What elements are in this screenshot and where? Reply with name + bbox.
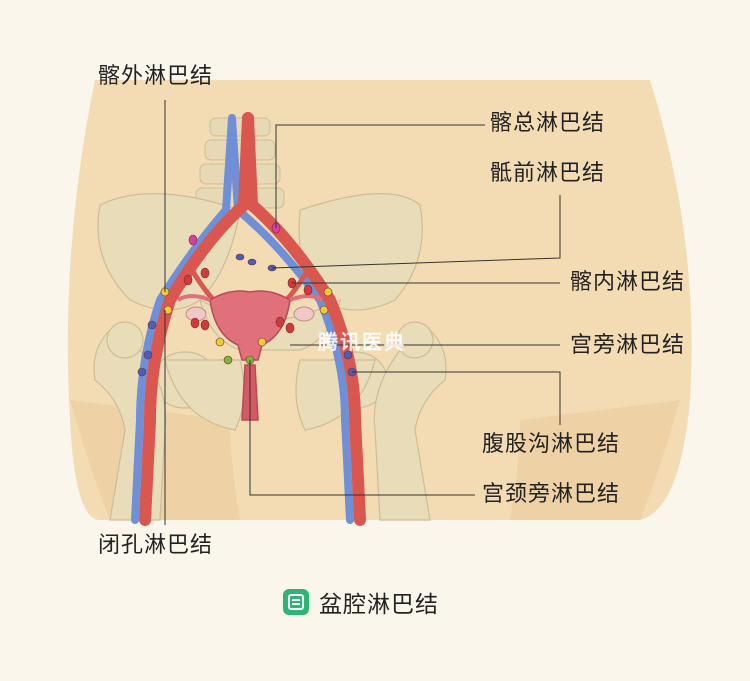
label-external-iliac-nodes: 髂外淋巴结 — [98, 64, 214, 89]
leader-presacral — [271, 195, 561, 269]
label-presacral-nodes: 骶前淋巴结 — [490, 161, 606, 186]
label-inguinal-nodes: 腹股沟淋巴结 — [482, 432, 621, 457]
caption-text: 盆腔淋巴结 — [319, 592, 439, 618]
caption-book-icon — [283, 589, 309, 615]
lymph-nodes — [137, 222, 357, 377]
right-thigh — [510, 400, 680, 520]
label-internal-iliac-nodes: 髂内淋巴结 — [570, 270, 686, 295]
label-common-iliac-nodes: 髂总淋巴结 — [490, 111, 606, 136]
leader-lines — [164, 100, 561, 525]
leader-paracervical — [249, 360, 475, 496]
label-obturator-nodes: 闭孔淋巴结 — [98, 533, 214, 558]
leader-common-iliac — [275, 124, 485, 228]
label-paracervical-nodes: 宫颈旁淋巴结 — [482, 482, 621, 507]
label-parametrial-nodes: 宫旁淋巴结 — [570, 333, 686, 358]
watermark: 腾讯医典 — [318, 330, 406, 354]
figure-caption: 盆腔淋巴结 — [283, 586, 439, 618]
leader-inguinal — [352, 371, 561, 425]
